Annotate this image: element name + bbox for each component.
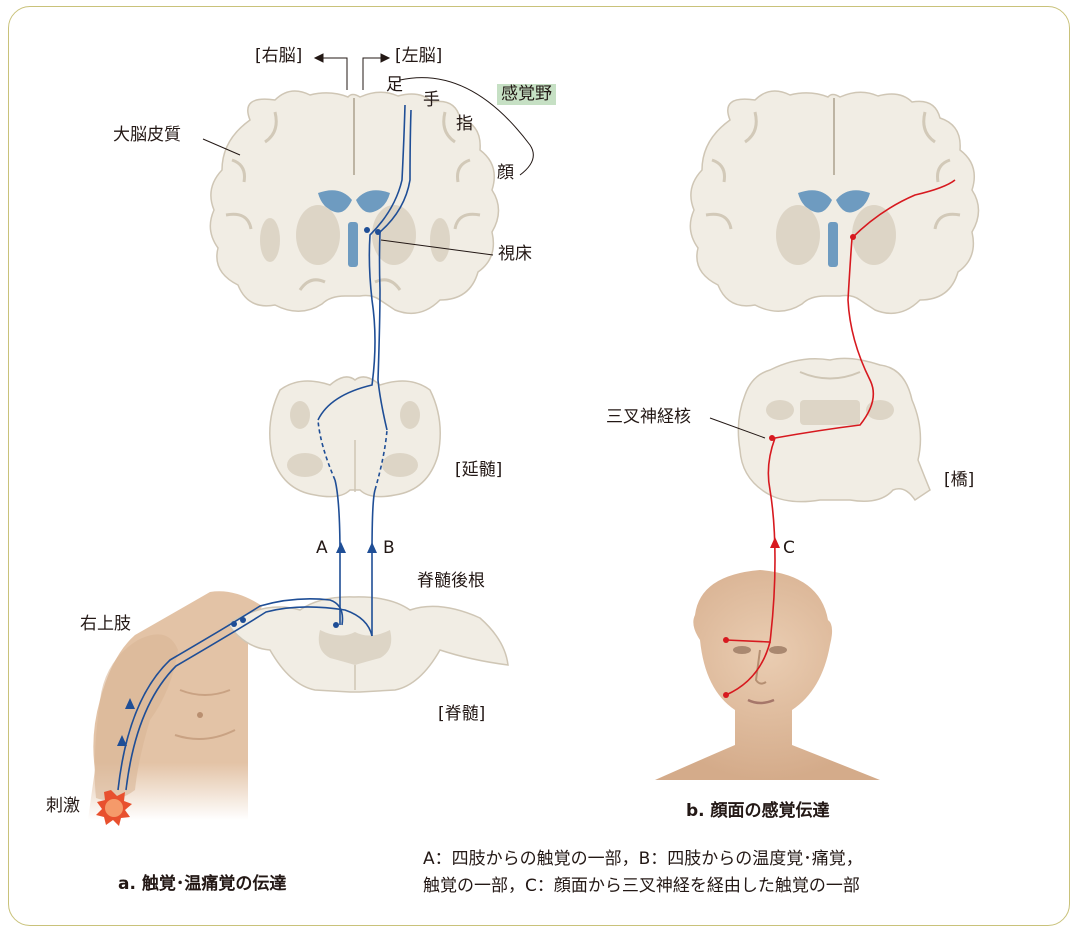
sensory-area-label: 感覚野: [497, 84, 556, 105]
cerebral-cortex-label: 大脳皮質: [113, 127, 181, 144]
path-c-label: C: [783, 540, 795, 557]
medulla-section: [270, 377, 440, 497]
caption-b: b. 顔面の感覚伝達: [686, 803, 830, 820]
legend-line-1: A：四肢からの触覚の一部，B：四肢からの温度覚･痛覚，: [423, 846, 863, 873]
path-b-label: B: [383, 540, 395, 557]
finger-label: 指: [456, 116, 473, 133]
pons-section: [738, 358, 930, 501]
path-a-label: A: [316, 540, 328, 557]
legend-line-2: 触覚の一部，C：顔面から三叉神経を経由した触覚の一部: [423, 873, 863, 900]
pons-label: [橋]: [944, 472, 974, 489]
medulla-label: [延髄]: [455, 462, 502, 479]
left-brain-label: [左脳]: [395, 48, 442, 65]
face-label: 顔: [497, 165, 514, 182]
spinal-cord-label: [脊髄]: [438, 706, 485, 723]
thalamus-label: 視床: [498, 246, 532, 263]
foot-label: 足: [386, 77, 403, 94]
right-upper-limb-label: 右上肢: [80, 616, 131, 633]
legend: A：四肢からの触覚の一部，B：四肢からの温度覚･痛覚， 触覚の一部，C：顔面から…: [423, 846, 863, 900]
caption-a: a. 触覚･温痛覚の伝達: [118, 876, 286, 893]
stimulus-label: 刺激: [46, 798, 80, 815]
dorsal-root-label: 脊髄後根: [417, 573, 485, 590]
trigeminal-nucleus-label: 三叉神経核: [606, 409, 691, 426]
hand-label: 手: [423, 92, 440, 109]
brain-coronal-section-b: [690, 91, 978, 313]
human-head: [655, 570, 880, 780]
right-brain-label: [右脳]: [255, 48, 302, 65]
